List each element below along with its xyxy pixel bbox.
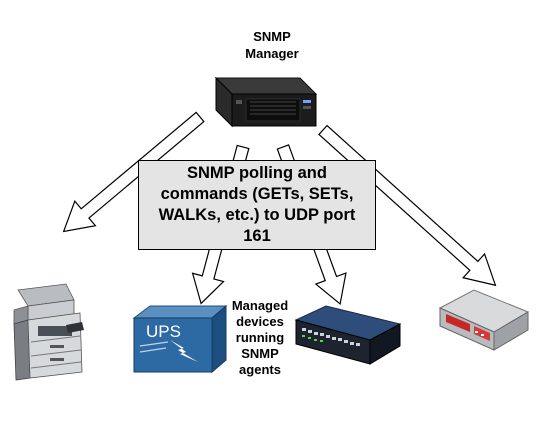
copier-icon xyxy=(13,283,84,381)
arrow-to-copier xyxy=(62,111,205,233)
network-switch-icon xyxy=(294,305,402,365)
managed-devices-label: Managed devices running SNMP agents xyxy=(231,298,289,377)
snmp-manager-label: SNMP Manager xyxy=(245,29,299,61)
snmp-polling-text: SNMP polling and commands (GETs, SETs, W… xyxy=(158,164,356,245)
ups-text: UPS xyxy=(146,322,181,341)
router-appliance-icon xyxy=(438,289,530,351)
snmp-polling-box: SNMP polling and commands (GETs, SETs, W… xyxy=(138,160,376,250)
snmp-manager-server-icon xyxy=(214,76,318,128)
ups-icon xyxy=(132,304,228,374)
